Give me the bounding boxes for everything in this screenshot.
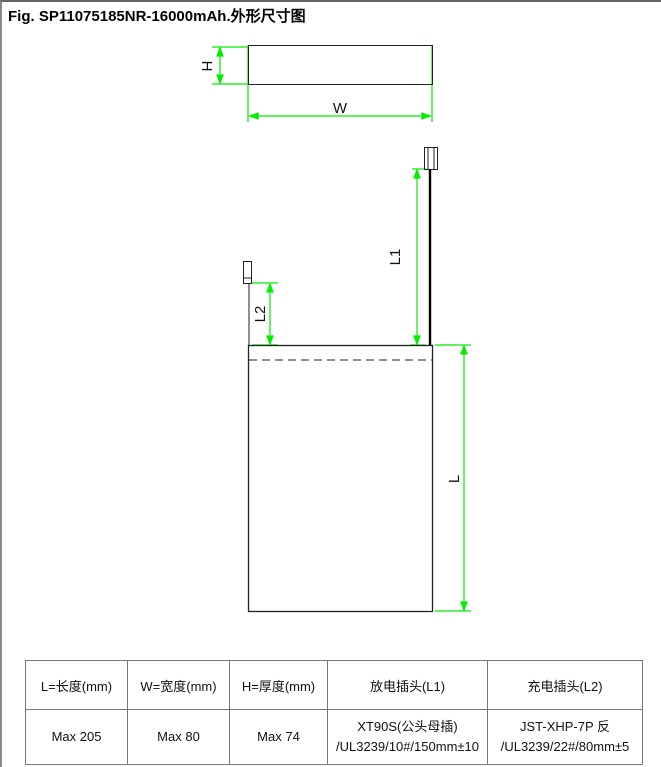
l2-label: L2 — [252, 306, 269, 323]
l-label: L — [446, 475, 463, 483]
header-thickness: H=厚度(mm) — [229, 660, 328, 710]
arrow — [216, 46, 224, 57]
figure-title: Fig. SP11075185NR-16000mAh.外形尺寸图 — [8, 8, 306, 25]
w-label: W — [333, 100, 348, 117]
arrow — [266, 282, 274, 293]
jst-connector — [243, 261, 252, 284]
arrow — [460, 601, 468, 612]
arrow — [413, 335, 421, 346]
header-discharge-plug: 放电插头(L1) — [327, 660, 488, 710]
arrow — [216, 74, 224, 85]
xt90-connector — [424, 147, 438, 170]
l1-label: L1 — [387, 249, 404, 266]
table-row: Max 205 Max 80 Max 74 XT90S(公头母插) /UL3239… — [25, 709, 643, 765]
header-charge-plug: 充电插头(L2) — [487, 660, 643, 710]
value-length: Max 205 — [25, 709, 128, 765]
battery-outline — [247, 344, 434, 613]
l2-spec-line1: JST-XHP-7P 反 — [519, 719, 611, 734]
header-width: W=宽度(mm) — [127, 660, 230, 710]
h-label: H — [198, 61, 215, 72]
value-discharge-plug: XT90S(公头母插) /UL3239/10#/150mm±10 — [327, 709, 488, 765]
l1-spec-line1: XT90S(公头母插) — [357, 719, 458, 734]
arrow — [266, 335, 274, 346]
top-view-outline — [248, 45, 433, 85]
header-length: L=长度(mm) — [25, 660, 128, 710]
arrow — [413, 168, 421, 179]
value-width: Max 80 — [127, 709, 230, 765]
arrow — [248, 112, 259, 120]
arrow — [460, 344, 468, 355]
value-thickness: Max 74 — [229, 709, 328, 765]
spec-table: L=长度(mm) W=宽度(mm) H=厚度(mm) 放电插头(L1) 充电插头… — [25, 660, 643, 765]
table-header-row: L=长度(mm) W=宽度(mm) H=厚度(mm) 放电插头(L1) 充电插头… — [25, 660, 643, 710]
l1-spec-line2: /UL3239/10#/150mm±10 — [335, 739, 479, 754]
l2-spec-line2: /UL3239/22#/80mm±5 — [500, 739, 630, 754]
value-charge-plug: JST-XHP-7P 反/UL3239/22#/80mm±5 — [487, 709, 643, 765]
arrow — [421, 112, 432, 120]
